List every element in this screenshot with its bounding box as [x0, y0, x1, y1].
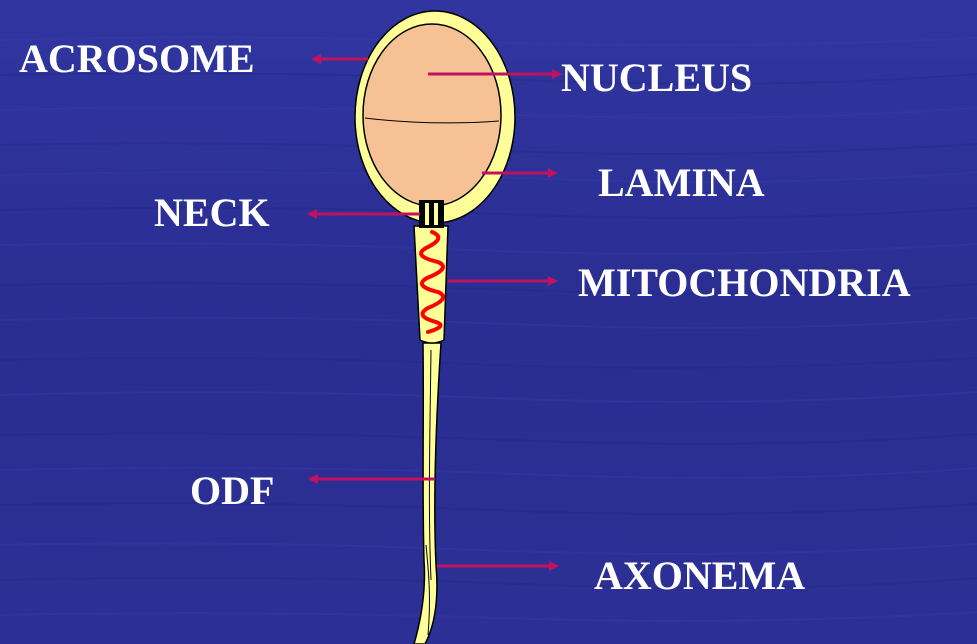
nucleus-label: NUCLEUS	[561, 58, 752, 98]
neck-stripe	[425, 203, 429, 225]
nucleus-shape	[363, 24, 501, 206]
axonema-label: AXONEMA	[594, 556, 805, 596]
neck-stripe	[434, 203, 438, 225]
acrosome-label: ACROSOME	[19, 39, 255, 79]
neck-block	[419, 200, 444, 228]
odf-label: ODF	[190, 471, 274, 511]
mitochondria-label: MITOCHONDRIA	[578, 263, 911, 303]
sperm-tail	[414, 343, 441, 644]
lamina-label: LAMINA	[598, 163, 765, 203]
neck-label: NECK	[154, 193, 270, 233]
